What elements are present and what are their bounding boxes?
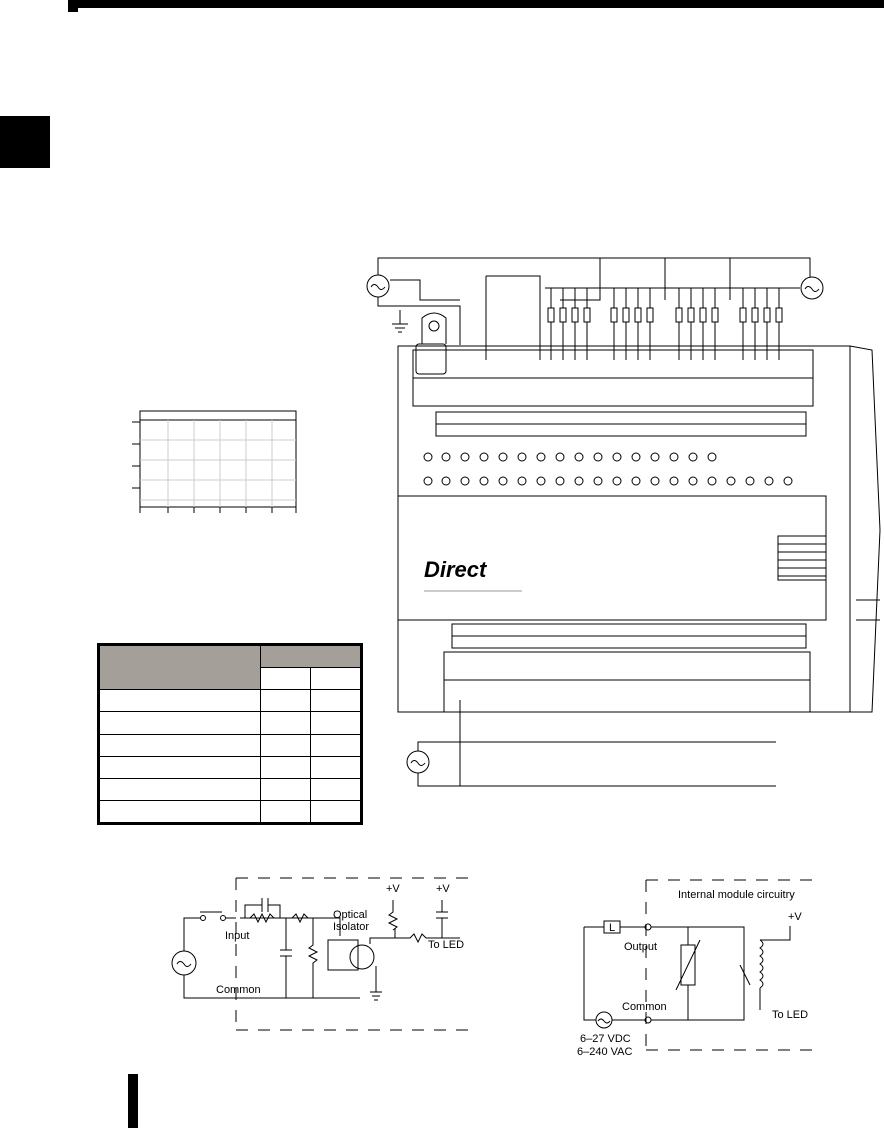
- load-resistors: [547, 307, 783, 323]
- label-vplus-1: +V: [386, 883, 400, 895]
- input-ac-source-symbol: [171, 950, 197, 976]
- footer-note-bar: [128, 1074, 138, 1128]
- optical-isolator: [327, 939, 359, 971]
- mounting-tab: [415, 343, 447, 375]
- led-indicators-row-2: [423, 476, 793, 486]
- label-load: L: [609, 922, 615, 934]
- header-rule: [68, 0, 884, 8]
- label-vplus-2: +V: [436, 883, 450, 895]
- label-output-common: Common: [622, 1001, 667, 1013]
- label-supply-dc: 6–27 VDC: [580, 1033, 631, 1045]
- derating-table: [97, 643, 363, 825]
- label-output: Output: [624, 941, 657, 953]
- header-rule-tab: [68, 0, 78, 12]
- label-input: Input: [225, 930, 249, 942]
- direct-logo: Direct: [424, 557, 488, 582]
- led-indicators-row-1: [423, 452, 717, 462]
- ac-source-bottom-symbol: [406, 750, 430, 774]
- chapter-tab: [0, 116, 50, 168]
- label-internal-circuitry: Internal module circuitry: [678, 889, 795, 901]
- label-output-to-led: To LED: [772, 1009, 808, 1021]
- ac-source-left-symbol: [366, 274, 390, 298]
- ac-source-right-symbol: [800, 276, 824, 300]
- label-input-to-led: To LED: [428, 939, 464, 951]
- label-input-common: Common: [216, 984, 261, 996]
- label-optical: Optical: [333, 909, 367, 921]
- bottom-terminal-block: [443, 651, 811, 713]
- label-isolator: Isolator: [333, 921, 369, 933]
- derating-chart-frame: [139, 410, 297, 508]
- label-output-vplus: +V: [788, 911, 802, 923]
- module-housing: [397, 345, 851, 713]
- label-supply-ac: 6–240 VAC: [577, 1046, 633, 1058]
